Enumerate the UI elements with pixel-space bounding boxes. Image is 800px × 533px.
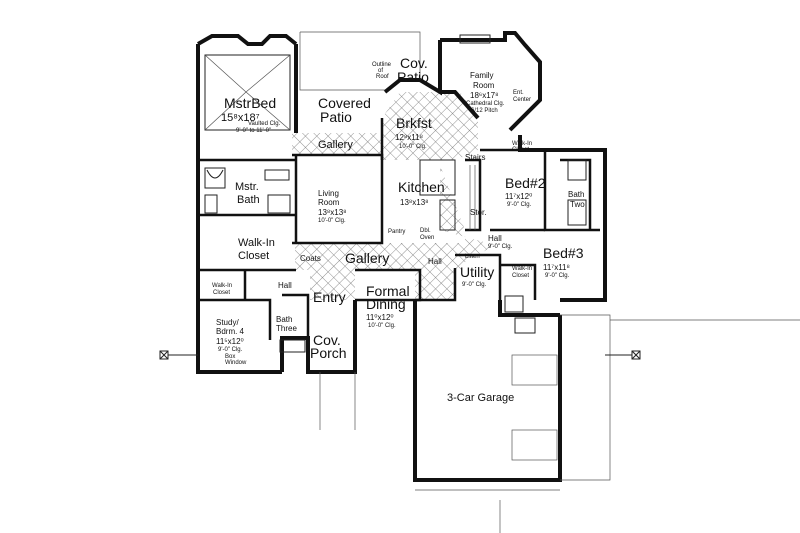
- master-bed-note1: Vaulted Clg.: [248, 121, 281, 127]
- pantry-label: Pantry: [388, 229, 405, 235]
- hall-left-label: Hall: [278, 281, 292, 290]
- walkin-closet-bed3-label1: Walk-In: [512, 266, 532, 272]
- breakfast-note: 10'-0" Clg.: [399, 144, 427, 150]
- gallery-top-label: Gallery: [318, 139, 353, 151]
- bed3-size: 11⁷x11⁸: [543, 263, 570, 272]
- family-room-label1: Family: [470, 71, 494, 80]
- stor-label: Stor.: [470, 208, 486, 217]
- walkin-closet-right-label2: Closet: [512, 147, 529, 153]
- stairs-label: Stairs: [465, 153, 485, 162]
- oven-label2: Oven: [420, 235, 434, 241]
- oven-label1: Dbl.: [420, 228, 431, 234]
- cov-porch-label1: Cov.: [313, 332, 341, 348]
- walkin-closet-study-label1: Walk-In: [212, 283, 232, 289]
- hall-right-note: 9'-0" Clg.: [488, 244, 513, 250]
- room-labels: MstrBed 15⁸x18⁷ Vaulted Clg. 9'-0" to 11…: [212, 55, 585, 404]
- family-room-size: 18⁶x17⁸: [470, 91, 498, 100]
- walkin-closet-master-label2: Closet: [238, 250, 269, 262]
- formal-dining-size: 11⁰x12⁰: [366, 313, 394, 322]
- bath-three-label1: Bath: [276, 315, 292, 324]
- outline-roof-label1: Outline: [372, 62, 392, 68]
- garage-label: 3-Car Garage: [447, 392, 514, 404]
- study-note: 9'-0" Clg.: [218, 347, 243, 353]
- master-bed-label: MstrBed: [224, 95, 276, 111]
- bed2-size: 11⁷x12⁰: [505, 192, 532, 201]
- bed3-note: 9'-0" Clg.: [545, 273, 570, 279]
- entry-label: Entry: [313, 289, 346, 305]
- kitchen-size: 13⁸x13⁸: [400, 198, 429, 207]
- mstr-bath-label2: Bath: [237, 194, 260, 206]
- family-room-label2: Room: [473, 81, 495, 90]
- ent-center-label2: Center: [513, 97, 531, 103]
- living-room-label1: Living: [318, 189, 339, 198]
- fixtures: [204, 31, 587, 353]
- ent-center-label1: Ent.: [513, 90, 524, 96]
- tiled-floor-areas: [292, 92, 495, 300]
- outline-roof-label2: of: [378, 68, 383, 74]
- outline-roof-label3: Roof: [376, 74, 389, 80]
- breakfast-label: Brkfst: [396, 115, 432, 131]
- bed3-label: Bed#3: [543, 245, 584, 261]
- living-room-size: 13⁸x13⁸: [318, 208, 347, 217]
- coats-label: Coats: [300, 254, 321, 263]
- garage-outline: [319, 314, 800, 533]
- living-room-label2: Room: [318, 198, 340, 207]
- bed2-note: 9'-0" Clg.: [507, 202, 532, 208]
- interior-walls: [198, 118, 600, 340]
- formal-dining-label2: Dining: [366, 296, 406, 312]
- outer-walls: [196, 31, 607, 482]
- living-room-note: 10'-0" Clg.: [318, 218, 346, 224]
- cov-patio-label2: Patio: [397, 69, 429, 85]
- hall-center-label: Hall: [428, 257, 442, 266]
- utility-note: 9'-0" Clg.: [462, 282, 487, 288]
- walkin-closet-right-label1: Walk-In: [512, 141, 532, 147]
- kitchen-label: Kitchen: [398, 179, 445, 195]
- family-room-note1: Cathedral Clg.: [466, 101, 505, 107]
- walkin-closet-bed3-label2: Closet: [512, 273, 529, 279]
- covered-patio-label2: Patio: [320, 109, 352, 125]
- master-bed-note2: 9'-0" to 11'-0": [236, 128, 271, 134]
- bed2-label: Bed#2: [505, 175, 546, 191]
- study-window-label1: Box: [225, 354, 235, 360]
- section-markers: [159, 350, 641, 360]
- breakfast-size: 12⁸x11⁸: [395, 133, 423, 142]
- study-label1: Study/: [216, 318, 239, 327]
- formal-dining-note: 10'-0" Clg.: [368, 323, 396, 329]
- study-size: 11⁵x12⁰: [216, 337, 244, 346]
- formal-dining-label1: Formal: [366, 283, 410, 299]
- walkin-closet-master-label1: Walk-In: [238, 237, 275, 249]
- master-bed-size: 15⁸x18⁷: [221, 112, 260, 124]
- bath-two-label2: Two: [570, 200, 585, 209]
- bath-three-label2: Three: [276, 324, 297, 333]
- gallery-mid-label: Gallery: [345, 250, 389, 266]
- study-window-label2: Window: [225, 360, 247, 366]
- cov-porch-label2: Porch: [310, 345, 347, 361]
- mstr-bath-label1: Mstr.: [235, 181, 259, 193]
- utility-label: Utility: [460, 264, 494, 280]
- linen-label: Linen: [465, 254, 480, 260]
- bath-two-label1: Bath: [568, 190, 584, 199]
- study-label2: Bdrm. 4: [216, 327, 245, 336]
- hall-right-label: Hall: [488, 234, 502, 243]
- covered-patio-label1: Covered: [318, 95, 371, 111]
- walkin-closet-study-label2: Closet: [213, 290, 230, 296]
- family-room-note2: 6/12 Pitch: [471, 108, 498, 114]
- cov-patio-label1: Cov.: [400, 55, 428, 71]
